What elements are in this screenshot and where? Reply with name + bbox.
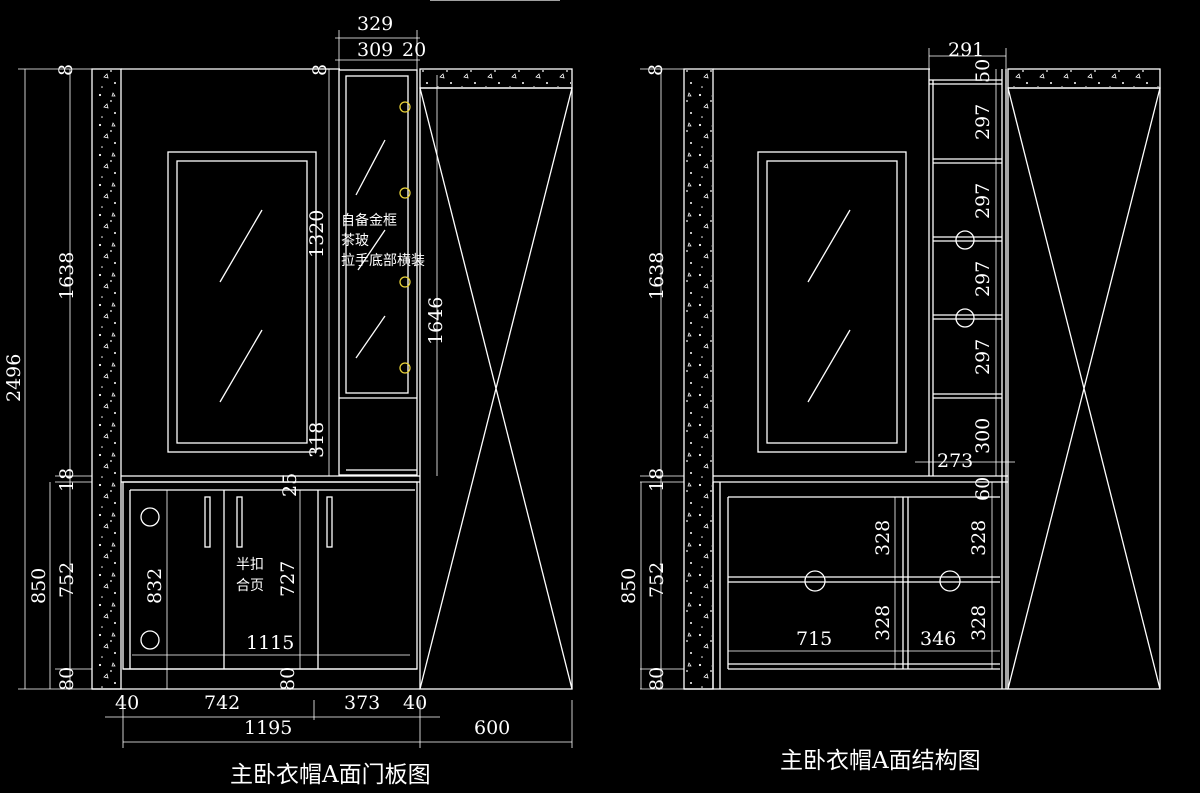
- dim-1638: 1638: [646, 252, 668, 300]
- dim-20: 20: [402, 39, 426, 61]
- glass-door-handles: [399, 101, 411, 374]
- right-dimension-lines: [640, 48, 1015, 690]
- glass-hatch-line: [357, 229, 386, 271]
- note-hinge-line2: 合页: [236, 578, 264, 594]
- dim-832: 832: [144, 568, 166, 604]
- handle-circle: [399, 362, 411, 374]
- side-panel: [1007, 87, 1161, 690]
- left-dimension-labels: 329 309 20 8 8 2496 1638 1320 1646 318 1…: [3, 13, 510, 788]
- dim-2496: 2496: [3, 354, 25, 402]
- dim-329: 329: [357, 13, 393, 35]
- dim-80: 80: [646, 667, 668, 691]
- left-drawing-title: 主卧衣帽A面门板图: [230, 762, 431, 788]
- round-hardware: [140, 507, 160, 527]
- glass-hatch-line: [355, 139, 386, 196]
- dim-40-left: 40: [115, 692, 139, 714]
- dim-297-c: 297: [972, 261, 994, 297]
- dim-8: 8: [55, 64, 77, 76]
- dim-18: 18: [646, 468, 668, 492]
- mirror-frame-inner: [176, 160, 308, 444]
- dim-850: 850: [28, 568, 50, 604]
- round-hardware: [955, 230, 975, 250]
- glass-hatch-line: [219, 329, 263, 403]
- dim-1646: 1646: [425, 297, 447, 345]
- dim-742: 742: [204, 692, 240, 714]
- side-panel-cross-b: [1007, 87, 1161, 690]
- dim-1638: 1638: [56, 252, 78, 300]
- note-hinge-line1: 半扣: [236, 557, 264, 573]
- dim-80: 80: [56, 667, 78, 691]
- dim-328-a: 328: [872, 520, 894, 556]
- dim-297-d: 297: [972, 339, 994, 375]
- round-hardware: [939, 570, 961, 592]
- handle-circle: [399, 101, 411, 113]
- tall-glass-door-inner: [345, 75, 409, 394]
- glass-hatch-line: [807, 209, 851, 283]
- dim-8-glass: 8: [309, 64, 331, 76]
- dim-1320: 1320: [306, 210, 328, 258]
- glass-hatch-line: [807, 329, 851, 403]
- left-wall-hatch: [93, 70, 120, 688]
- right-structure-drawing: [640, 48, 1161, 690]
- dim-328-b: 328: [968, 520, 990, 556]
- left-elevation-drawing: [18, 0, 573, 748]
- side-panel-cross-b: [419, 87, 573, 690]
- dim-1115: 1115: [246, 632, 294, 654]
- dim-60: 60: [972, 477, 994, 501]
- right-drawing-title: 主卧衣帽A面结构图: [780, 748, 981, 774]
- left-dimension-lines: [18, 30, 573, 748]
- dim-273: 273: [937, 450, 973, 472]
- handle-circle: [399, 276, 411, 288]
- round-hardware: [140, 630, 160, 650]
- side-panel: [419, 87, 573, 690]
- dim-300: 300: [972, 418, 994, 454]
- dim-715: 715: [796, 628, 832, 650]
- dim-25: 25: [279, 473, 301, 497]
- dim-328-d: 328: [968, 605, 990, 641]
- note-frame-line1: 自备金框: [341, 212, 397, 229]
- dim-318: 318: [306, 422, 328, 458]
- dim-297-b: 297: [972, 183, 994, 219]
- dim-297-a: 297: [972, 104, 994, 140]
- dim-80-inner: 80: [277, 667, 299, 691]
- note-frame-line3: 拉手底部横装: [341, 253, 425, 269]
- dim-600: 600: [474, 717, 510, 739]
- right-wall-hatch: [685, 70, 712, 688]
- right-dimension-labels: 291 8 50 297 297 297 297 300 273 60 1638…: [618, 39, 994, 774]
- note-frame-line2: 茶玻: [341, 233, 369, 249]
- bar-handle: [326, 496, 333, 548]
- bar-handle: [204, 496, 211, 548]
- glass-hatch-line: [219, 209, 263, 283]
- dim-309: 309: [357, 39, 393, 61]
- top-slab-hatch: [1009, 70, 1159, 87]
- dim-50: 50: [972, 59, 994, 83]
- dim-18: 18: [56, 468, 78, 492]
- handle-circle: [399, 187, 411, 199]
- dim-1195: 1195: [244, 717, 292, 739]
- round-hardware: [955, 308, 975, 328]
- round-hardware: [804, 570, 826, 592]
- top-slab-hatch: [421, 70, 571, 87]
- glass-hatch-line: [355, 315, 386, 359]
- dim-727: 727: [277, 561, 299, 597]
- dim-40-right: 40: [403, 692, 427, 714]
- tall-glass-cabinet-outer: [338, 69, 418, 476]
- mirror-frame-outer: [167, 151, 317, 453]
- dim-752: 752: [56, 562, 78, 598]
- dim-291: 291: [948, 39, 984, 61]
- bar-handle: [236, 496, 243, 548]
- dim-328-c: 328: [872, 605, 894, 641]
- dim-346: 346: [920, 628, 956, 650]
- mirror-frame-outer: [757, 151, 907, 453]
- dim-752: 752: [646, 562, 668, 598]
- dim-850: 850: [618, 568, 640, 604]
- dim-373: 373: [344, 692, 380, 714]
- dim-8: 8: [645, 64, 667, 76]
- mirror-frame-inner: [766, 160, 898, 444]
